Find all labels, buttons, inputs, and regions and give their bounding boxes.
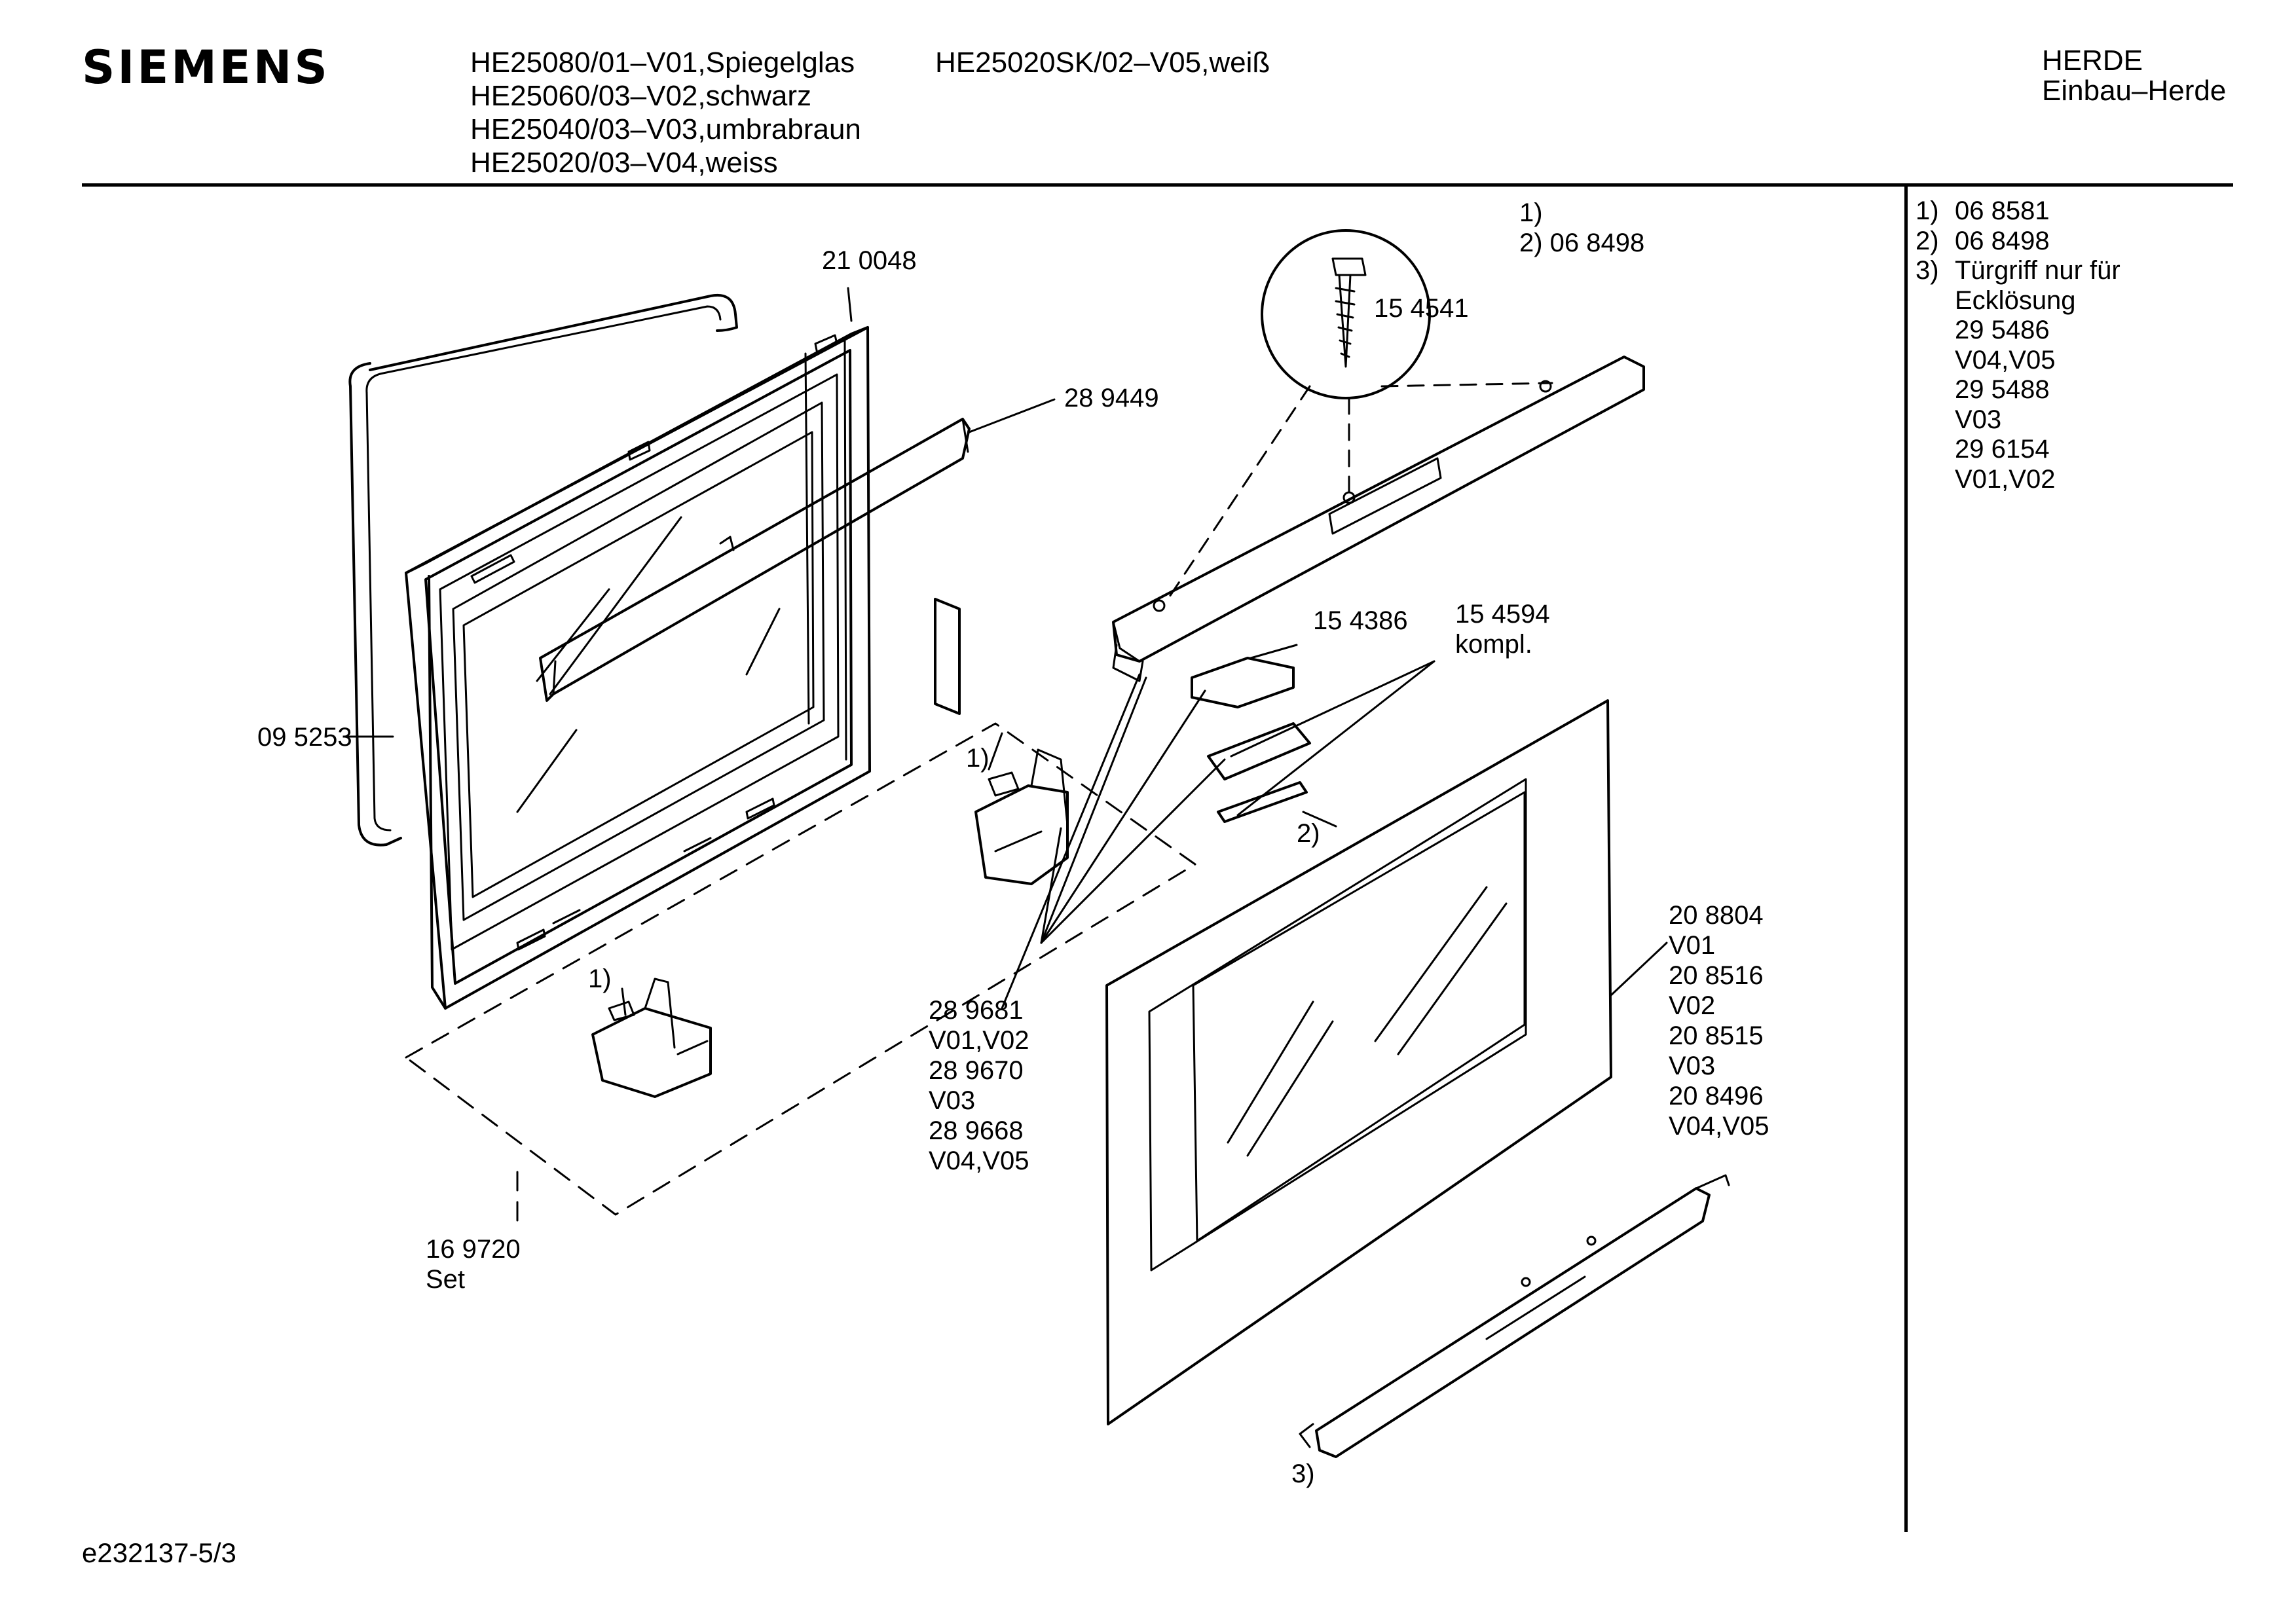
category-line: Einbau–Herde bbox=[2042, 75, 2227, 107]
callout-marker: 2) bbox=[1297, 819, 1320, 848]
door-gasket bbox=[348, 293, 738, 847]
inner-door-frame bbox=[405, 326, 871, 1010]
clip-part bbox=[1191, 657, 1295, 708]
part-label: 09 5253 bbox=[257, 723, 352, 752]
legend-row: 29 5488 bbox=[1955, 375, 2050, 404]
product-category: HERDE Einbau–Herde bbox=[2042, 46, 2226, 106]
model-line: HE25020/03–V04,weiss bbox=[470, 147, 778, 179]
gasket-part bbox=[1217, 781, 1308, 823]
outer-glass-door bbox=[1105, 699, 1612, 1425]
legend-row: 29 5486 bbox=[1955, 316, 2050, 344]
hinge-set-outline bbox=[405, 722, 1196, 1232]
drawing-code: e232137-5/3 bbox=[82, 1537, 236, 1568]
legend-row: V01,V02 bbox=[1955, 464, 2056, 494]
parts-legend: 1)06 8581 2)06 8498 3)Türgriff nur für E… bbox=[1916, 196, 2120, 494]
model-line: HE25060/03–V02,schwarz bbox=[470, 80, 811, 112]
hinge-lower bbox=[591, 978, 712, 1098]
siemens-logo: SIEMENS bbox=[82, 41, 330, 94]
header-divider bbox=[82, 183, 2233, 187]
part-label: 21 0048 bbox=[822, 246, 917, 275]
model-line: HE25040/03–V03,umbrabraun bbox=[470, 113, 861, 145]
leader-lines bbox=[346, 287, 1668, 1016]
part-label: 15 4594 kompl. bbox=[1455, 600, 1550, 659]
model-line: HE25080/01–V01,Spiegelglas bbox=[470, 46, 855, 79]
part-label: 16 9720 Set bbox=[426, 1235, 521, 1294]
legend-row: 1)06 8581 bbox=[1916, 196, 2050, 225]
callout-marker: 1) bbox=[588, 964, 612, 993]
legend-row: Ecklösung bbox=[1955, 285, 2076, 315]
model-list-primary: HE25080/01–V01,Spiegelglas HE25060/03–V0… bbox=[470, 46, 861, 179]
strip-part bbox=[539, 418, 971, 702]
legend-divider bbox=[1904, 183, 1908, 1532]
label-plate bbox=[934, 598, 961, 715]
part-label: 15 4386 bbox=[1313, 606, 1408, 635]
legend-row: 2)06 8498 bbox=[1916, 226, 2050, 255]
callout-marker: 3) bbox=[1291, 1459, 1315, 1488]
legend-row: 3)Türgriff nur für bbox=[1916, 256, 2120, 285]
handle-rail bbox=[1112, 356, 1645, 682]
legend-row: 29 6154 bbox=[1955, 435, 2050, 464]
note-label: 1) 2) 06 8498 bbox=[1519, 198, 1645, 257]
callout-marker: 1) bbox=[966, 744, 990, 773]
legend-row: V04,V05 bbox=[1955, 345, 2056, 375]
part-label: 28 9449 bbox=[1064, 384, 1159, 412]
part-label: 28 9681 V01,V02 28 9670 V03 28 9668 V04,… bbox=[929, 996, 1029, 1175]
model-list-secondary: HE25020SK/02–V05,weiß bbox=[935, 46, 1270, 79]
grille-part bbox=[1207, 722, 1311, 780]
hinge-upper bbox=[974, 748, 1069, 885]
screw-detail bbox=[1261, 229, 1431, 399]
part-label: 15 4541 bbox=[1374, 294, 1469, 323]
legend-row: V03 bbox=[1955, 405, 2002, 434]
screw-leaders bbox=[1164, 382, 1553, 604]
category-line: HERDE bbox=[2042, 45, 2143, 77]
model-line: HE25020SK/02–V05,weiß bbox=[935, 46, 1270, 79]
corner-handle bbox=[1299, 1174, 1730, 1458]
part-label: 20 8804 V01 20 8516 V02 20 8515 V03 20 8… bbox=[1669, 901, 1769, 1141]
